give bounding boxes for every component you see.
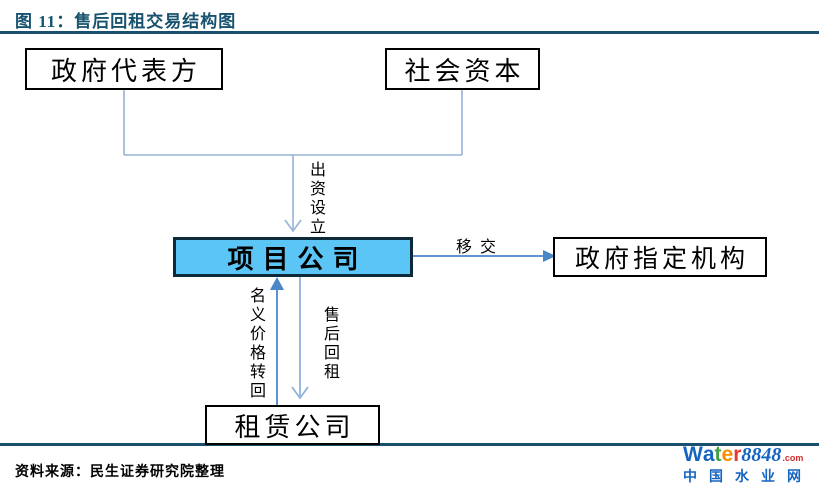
footer-divider-line xyxy=(0,443,819,446)
figure-title: 图 11：售后回租交易结构图 xyxy=(15,12,237,31)
edge-label-nominal-price-return: 名义价格转回 xyxy=(247,287,264,401)
logo-letter: a xyxy=(702,443,715,466)
gov-representative-node: 政府代表方 xyxy=(25,48,223,90)
logo-letter: e xyxy=(721,443,734,466)
header-divider-line xyxy=(0,31,819,34)
logo-number: 8848 xyxy=(741,444,782,466)
logo-tld: .com xyxy=(782,453,804,463)
edge-label-sale-leaseback: 售后回租 xyxy=(321,306,338,382)
social-capital-node: 社会资本 xyxy=(385,48,540,90)
gov-designated-agency-node: 政府指定机构 xyxy=(553,237,767,277)
logo-letter: t xyxy=(714,443,722,466)
logo-letter: r xyxy=(733,443,742,466)
edge-label-invest-setup: 出资设立 xyxy=(307,161,324,237)
logo-letter: W xyxy=(683,443,703,466)
edge-label-transfer: 移交 xyxy=(455,239,504,256)
logo-site-name: 中国水业网 xyxy=(683,468,813,484)
leasing-company-node: 租赁公司 xyxy=(205,405,380,445)
source-note: 资料来源：民生证券研究院整理 xyxy=(15,465,225,480)
project-company-node: 项目公司 xyxy=(173,237,413,277)
